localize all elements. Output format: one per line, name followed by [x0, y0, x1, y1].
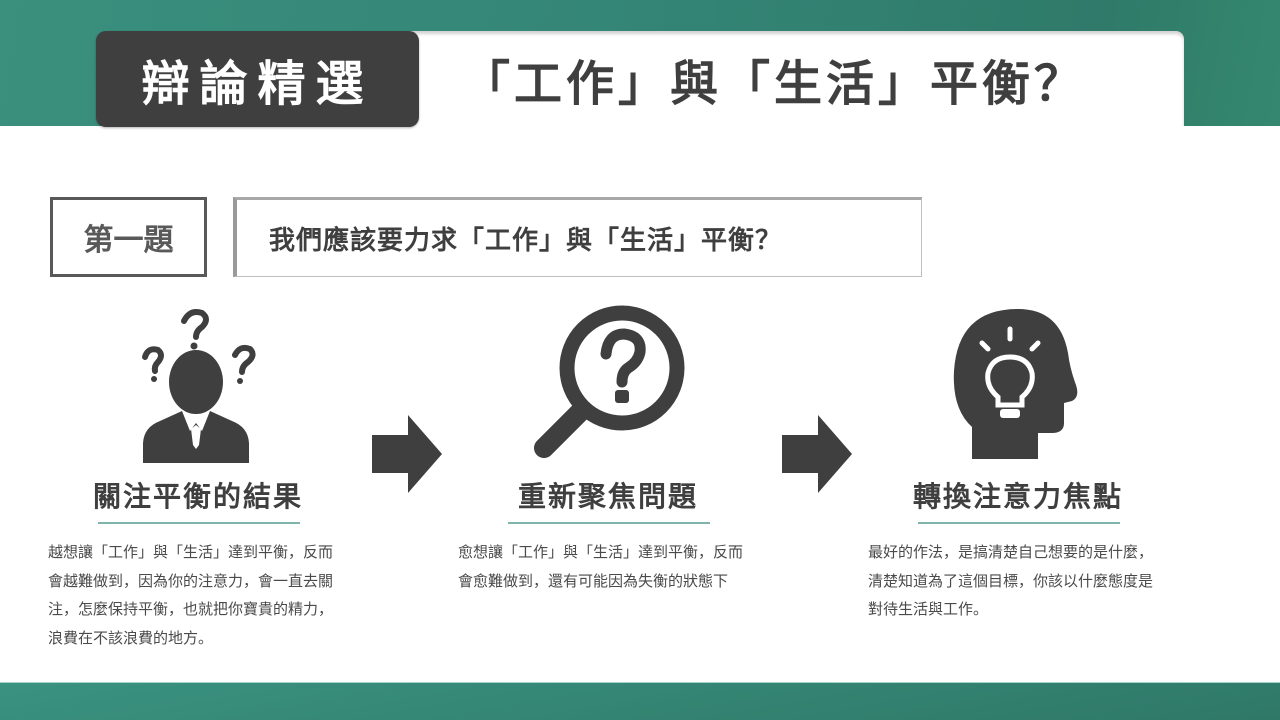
section-tag-label: 辯論精選 [141, 56, 374, 112]
title-underline [918, 522, 1120, 524]
question-text: 我們應該要力求「工作」與「生活」平衡？ [269, 225, 783, 256]
page-title: 「工作」與「生活」平衡？ [462, 55, 1087, 112]
question-number: 第一題 [50, 197, 207, 277]
arrow-right-icon [782, 415, 852, 497]
arrow-right-icon [372, 415, 442, 497]
column-description: 越想讓「工作」與「生活」達到平衡，反而 會越難做到，因為你的注意力，會一直去關 … [48, 543, 334, 647]
column-title: 重新聚焦問題 [517, 480, 698, 513]
magnifier-question-icon [530, 304, 690, 468]
column-title: 轉換注意力焦點 [912, 480, 1123, 513]
title-underline [98, 522, 300, 524]
section-tag: 辯論精選 [96, 31, 419, 127]
column-title: 關注平衡的結果 [92, 480, 303, 513]
question-box: 我們應該要力求「工作」與「生活」平衡？ [233, 197, 922, 277]
column-description: 愈想讓「工作」與「生活」達到平衡，反而 會愈難做到，還有可能因為失衡的狀態下 [458, 543, 744, 590]
confused-person-icon [138, 305, 258, 467]
title-panel: 「工作」與「生活」平衡？ [380, 31, 1184, 126]
title-underline [508, 522, 710, 524]
footer-band [0, 682, 1280, 720]
column-description: 最好的作法，是搞清楚自己想要的是什麼， 清楚知道為了這個目標，你該以什麼態度是 … [868, 543, 1154, 618]
head-lightbulb-icon [948, 305, 1088, 467]
